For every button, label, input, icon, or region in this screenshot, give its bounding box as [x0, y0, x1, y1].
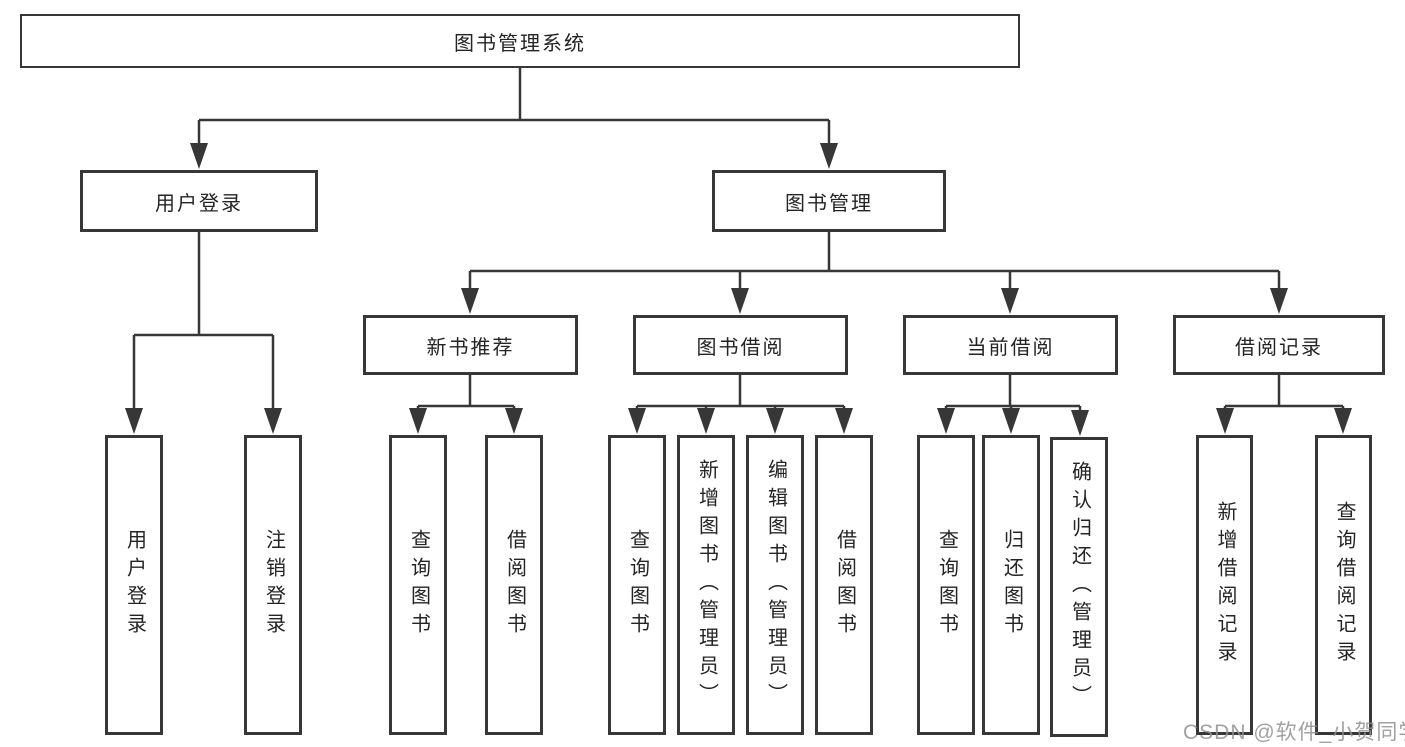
leaf-logout-label: 注销登录 — [262, 529, 285, 641]
node-borrowing-records: 借阅记录 — [1173, 315, 1385, 375]
leaf-logout: 注销登录 — [244, 435, 302, 735]
leaf-current-query-books: 查询图书 — [917, 435, 975, 735]
leaf-records-add-record: 新增借阅记录 — [1196, 435, 1253, 735]
leaf-user-login-label: 用户登录 — [123, 529, 146, 641]
node-book-borrowing: 图书借阅 — [633, 315, 848, 375]
node-borrowing-records-label: 借阅记录 — [1235, 336, 1323, 359]
leaf-user-login: 用户登录 — [105, 435, 163, 735]
leaf-current-confirm-return-admin: 确认归还（管理员） — [1050, 437, 1108, 737]
leaf-borrowing-edit-books-admin-label: 编辑图书（管理员） — [764, 459, 787, 711]
node-root-system-label: 图书管理系统 — [454, 32, 586, 55]
leaf-newrec-query-books: 查询图书 — [389, 435, 447, 735]
node-root-system: 图书管理系统 — [20, 14, 1020, 68]
node-user-login: 用户登录 — [80, 170, 318, 232]
node-new-book-recommend: 新书推荐 — [363, 315, 578, 375]
node-book-borrowing-label: 图书借阅 — [696, 336, 785, 359]
leaf-newrec-borrow-books: 借阅图书 — [485, 435, 543, 735]
leaf-borrowing-add-books-admin-label: 新增图书（管理员） — [695, 459, 718, 711]
leaf-borrowing-edit-books-admin: 编辑图书（管理员） — [746, 435, 804, 735]
leaf-records-query-record: 查询借阅记录 — [1315, 435, 1372, 735]
node-current-borrowing-label: 当前借阅 — [966, 336, 1055, 359]
leaf-current-query-books-label: 查询图书 — [935, 529, 958, 641]
leaf-newrec-borrow-books-label: 借阅图书 — [503, 529, 526, 641]
leaf-borrowing-add-books-admin: 新增图书（管理员） — [677, 435, 735, 735]
leaf-current-confirm-return-admin-label: 确认归还（管理员） — [1068, 461, 1091, 713]
leaf-borrowing-borrow-books: 借阅图书 — [815, 435, 873, 735]
leaf-records-add-record-label: 新增借阅记录 — [1214, 501, 1236, 669]
node-user-login-label: 用户登录 — [155, 192, 243, 215]
node-current-borrowing: 当前借阅 — [903, 315, 1118, 375]
node-new-book-recommend-label: 新书推荐 — [426, 336, 515, 359]
csdn-watermark: CSDN @软件_小贺同学 — [1183, 721, 1405, 744]
leaf-borrowing-query-books: 查询图书 — [608, 435, 666, 735]
leaf-current-return-books-label: 归还图书 — [1000, 529, 1023, 641]
leaf-current-return-books: 归还图书 — [982, 435, 1040, 735]
leaf-borrowing-borrow-books-label: 借阅图书 — [833, 529, 856, 641]
leaf-records-query-record-label: 查询借阅记录 — [1333, 501, 1355, 669]
node-book-management-label: 图书管理 — [785, 192, 873, 215]
leaf-borrowing-query-books-label: 查询图书 — [626, 529, 649, 641]
leaf-newrec-query-books-label: 查询图书 — [407, 529, 430, 641]
node-book-management: 图书管理 — [712, 170, 946, 232]
